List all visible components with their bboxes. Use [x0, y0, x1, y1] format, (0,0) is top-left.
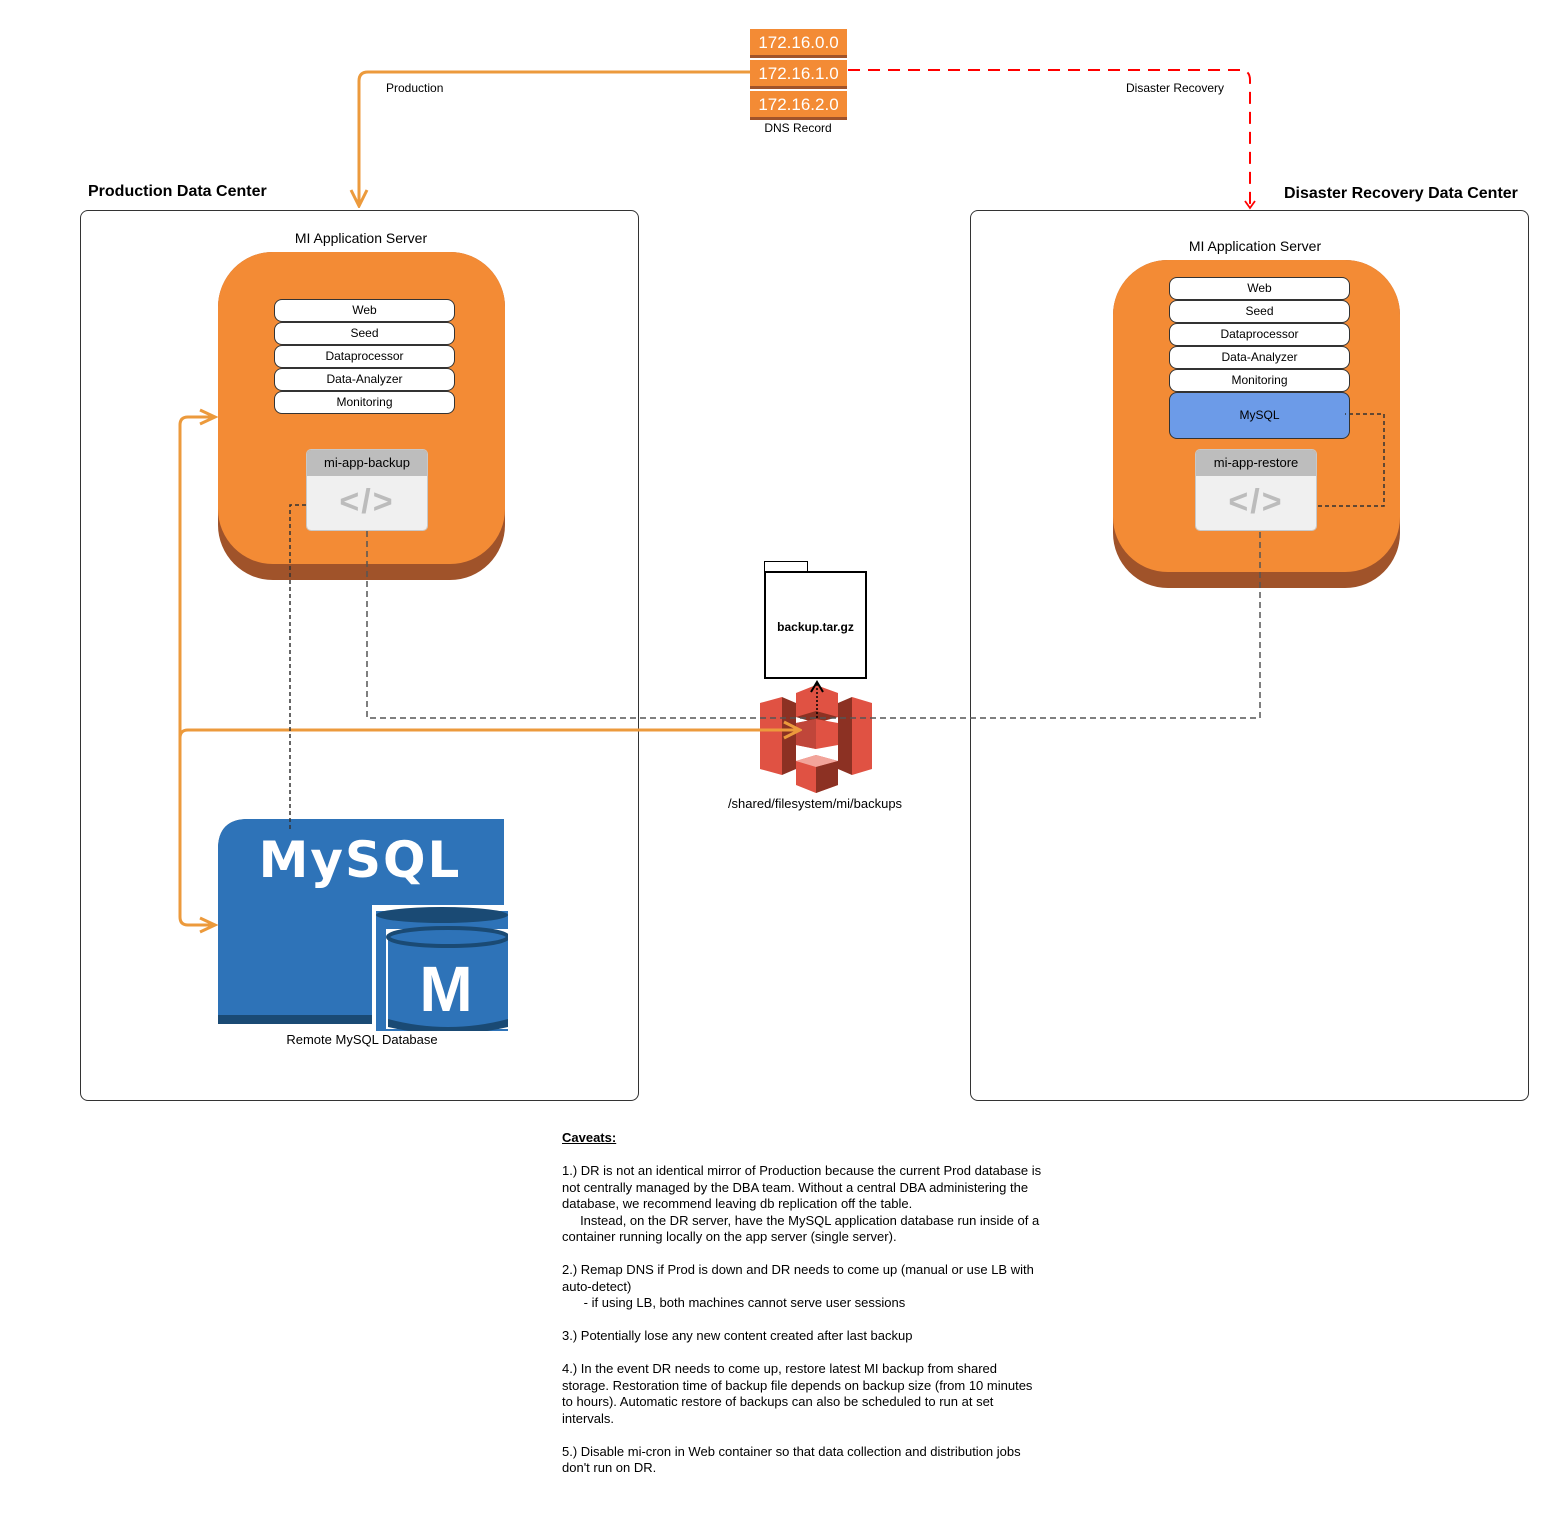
dr-flow-label: Disaster Recovery — [1126, 81, 1225, 95]
cylinder-body — [388, 937, 508, 1027]
dr-dc-title: Disaster Recovery Data Center — [1284, 185, 1518, 202]
production-app-server[interactable]: Web Seed Dataprocessor Data-Analyzer Mon… — [218, 252, 505, 580]
storage-mid-cube-dark — [796, 719, 816, 749]
cylinder-back-top — [376, 907, 508, 923]
service-dataprocessor[interactable]: Dataprocessor — [1169, 323, 1350, 346]
backup-script[interactable]: mi-app-backup </> — [307, 450, 427, 530]
restore-script[interactable]: mi-app-restore </> — [1196, 450, 1316, 530]
mysql-database-icon[interactable]: MySQL M — [218, 819, 508, 1031]
service-monitoring[interactable]: Monitoring — [274, 391, 455, 414]
caveat-item: 4.) In the event DR needs to come up, re… — [562, 1361, 1037, 1426]
restore-script-name: mi-app-restore — [1196, 450, 1316, 476]
service-data-analyzer[interactable]: Data-Analyzer — [274, 368, 455, 391]
dr-app-server[interactable]: Web Seed Dataprocessor Data-Analyzer Mon… — [1113, 260, 1400, 588]
service-data-analyzer[interactable]: Data-Analyzer — [1169, 346, 1350, 369]
cylinder-bottom — [388, 1019, 508, 1031]
storage-bottom-cube-top — [796, 755, 838, 767]
caveat-item: 2.) Remap DNS if Prod is down and DR nee… — [562, 1262, 1034, 1310]
service-seed[interactable]: Seed — [1169, 300, 1350, 323]
dns-record-2[interactable]: 172.16.2.0 — [750, 91, 847, 120]
service-seed[interactable]: Seed — [274, 322, 455, 345]
production-flow-label: Production — [386, 81, 444, 95]
caveat-item: 1.) DR is not an identical mirror of Pro… — [562, 1163, 1042, 1244]
mysql-logo-text: MySQL — [259, 831, 462, 889]
service-monitoring[interactable]: Monitoring — [1169, 369, 1350, 392]
cylinder-top — [386, 926, 508, 948]
shared-storage-path: /shared/filesystem/mi/backups — [727, 796, 903, 811]
mysql-badge: M — [419, 953, 472, 1025]
dns-record-1[interactable]: 172.16.1.0 — [750, 60, 847, 89]
caveat-item: 3.) Potentially lose any new content cre… — [562, 1328, 913, 1343]
service-local-mysql[interactable]: MySQL — [1169, 392, 1350, 439]
code-icon: </> — [1196, 476, 1316, 530]
backup-file[interactable]: backup.tar.gz — [764, 571, 867, 679]
storage-left-wing-side — [782, 697, 796, 775]
production-dc-title: Production Data Center — [88, 183, 267, 200]
storage-bottom-cube-side — [816, 761, 838, 793]
shared-storage-icon[interactable] — [758, 683, 876, 795]
service-web[interactable]: Web — [274, 299, 455, 322]
production-service-list: Web Seed Dataprocessor Data-Analyzer Mon… — [274, 299, 455, 414]
mysql-database-label: Remote MySQL Database — [286, 1032, 438, 1047]
dr-service-list: Web Seed Dataprocessor Data-Analyzer Mon… — [1169, 277, 1350, 439]
dns-record-0[interactable]: 172.16.0.0 — [750, 29, 847, 58]
service-web[interactable]: Web — [1169, 277, 1350, 300]
caveats-heading: Caveats: — [562, 1130, 617, 1145]
dns-record-label: DNS Record — [764, 121, 832, 135]
caveat-item: 5.) Disable mi-cron in Web container so … — [562, 1443, 1025, 1476]
service-dataprocessor[interactable]: Dataprocessor — [274, 345, 455, 368]
storage-right-wing-side — [852, 697, 872, 775]
code-icon: </> — [307, 476, 427, 530]
caveats-notes: Caveats: 1.) DR is not an identical mirr… — [562, 1130, 1042, 1493]
dr-server-title: MI Application Server — [1188, 238, 1322, 254]
storage-right-wing — [838, 697, 852, 775]
production-server-title: MI Application Server — [294, 230, 428, 246]
storage-left-wing — [760, 697, 782, 775]
backup-script-name: mi-app-backup — [307, 450, 427, 476]
